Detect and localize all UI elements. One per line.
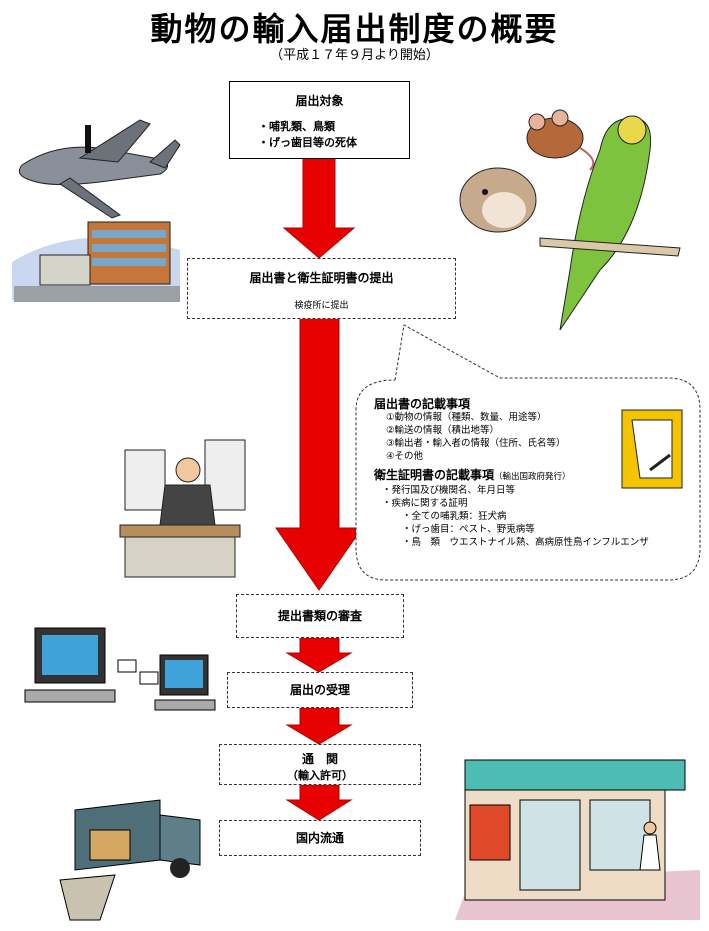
arrow-target-to-submit [282, 157, 356, 259]
submit-heading: 届出書と衛生証明書の提出 [249, 271, 394, 285]
form-item-other: ④その他 [386, 451, 424, 462]
form-item-animal: ①動物の情報（種類、数量、用途等） [386, 412, 547, 423]
review-label: 提出書類の審査 [277, 609, 362, 623]
pet-shop-icon [455, 759, 700, 920]
arrow-accept-to-customs [285, 707, 353, 745]
page-subtitle: （平成１７年９月より開始） [270, 48, 439, 63]
customs-sub: （輸入許可） [287, 769, 353, 782]
distribution-label: 国内流通 [295, 831, 344, 845]
target-box: 届出対象 ・哺乳類、鳥類 ・げっ歯目等の死体 [229, 81, 410, 159]
form-item-transport: ②輸送の情報（積出地等） [386, 425, 500, 436]
review-box: 提出書類の審査 [236, 594, 404, 638]
arrow-submit-to-review [275, 317, 363, 591]
computer-icon [24, 627, 116, 703]
hamster-icon [459, 167, 537, 233]
document-icon [621, 409, 683, 489]
parakeet-icon [539, 115, 681, 331]
target-heading: 届出対象 [295, 94, 344, 108]
cert-heading-note: （輸出国政府発行） [494, 472, 571, 482]
submit-note: 検疫所に提出 [294, 301, 349, 311]
submit-box: 届出書と衛生証明書の提出 検疫所に提出 [187, 258, 456, 319]
target-item-mammals-birds: ・哺乳類、鳥類 [258, 120, 335, 133]
cert-item-disease: ・疾病に関する証明 [382, 498, 468, 509]
page-title: 動物の輸入届出制度の概要 [150, 10, 559, 48]
customs-box: 通 関 （輸入許可） [219, 744, 421, 785]
customs-heading: 通 関 [301, 752, 338, 766]
cert-subitem-rodents: ・げっ歯目：ペスト、野兎病等 [402, 524, 535, 535]
office-worker-icon [119, 439, 246, 578]
mouse-icon [526, 109, 595, 171]
cert-subitem-mammals: ・全ての哺乳類：狂犬病 [402, 511, 507, 522]
airplane-icon [18, 119, 181, 219]
arrow-customs-to-distribution [285, 784, 353, 821]
form-heading: 届出書の記載事項 [374, 397, 471, 411]
computer-icon-2 [154, 654, 216, 711]
cert-item-issuer: ・発行国及び機関名、年月日等 [382, 485, 516, 496]
arrow-review-to-accept [285, 637, 353, 673]
cert-heading-row: 衛生証明書の記載事項（輸出国政府発行） [374, 469, 649, 484]
speech-bubble [355, 324, 701, 581]
truck-icon [59, 799, 201, 921]
airport-building-icon [12, 221, 180, 302]
accept-label: 届出の受理 [289, 683, 350, 697]
envelope-icon [117, 659, 159, 685]
distribution-box: 国内流通 [219, 820, 421, 856]
cert-heading: 衛生証明書の記載事項 [374, 468, 495, 482]
target-item-rodent-carcasses: ・げっ歯目等の死体 [258, 136, 357, 149]
bubble-content: 届出書の記載事項 ①動物の情報（種類、数量、用途等） ②輸送の情報（積出地等） … [374, 398, 649, 549]
cert-subitem-birds: ・鳥 類 ウエストナイル熱、高病原性鳥インフルエンザ [402, 537, 649, 548]
form-item-exporter-importer: ③輸出者・輸入者の情報（住所、氏名等） [386, 438, 566, 449]
accept-box: 届出の受理 [227, 672, 413, 708]
